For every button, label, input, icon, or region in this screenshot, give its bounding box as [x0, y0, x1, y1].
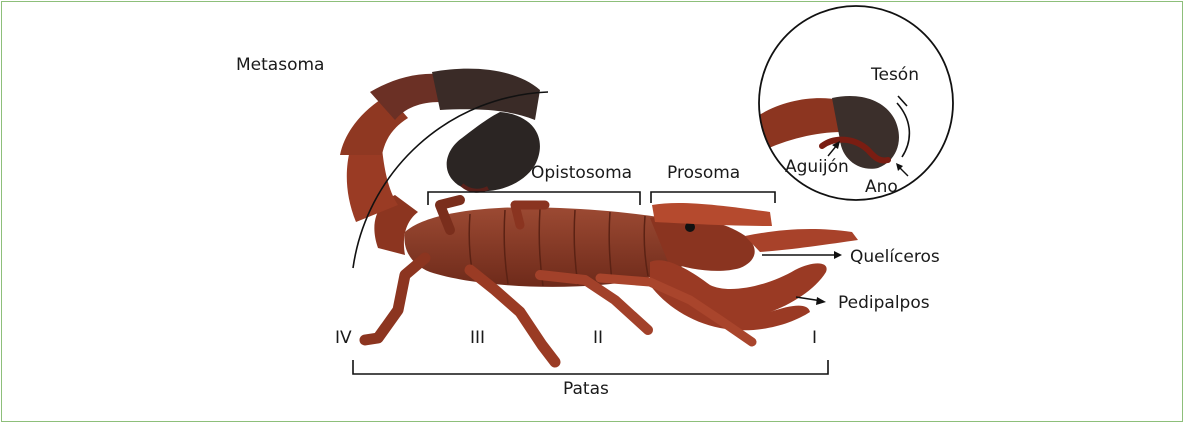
chelicerae — [745, 229, 858, 252]
leg-iii-label: III — [470, 328, 485, 348]
prosoma-bracket — [651, 192, 775, 203]
pedipalpos-label: Pedipalpos — [838, 293, 930, 313]
teson-label: Tesón — [870, 65, 919, 85]
ano-label: Ano — [865, 177, 898, 197]
telson — [447, 112, 540, 191]
metasoma-label: Metasoma — [236, 55, 324, 75]
aguijon-label: Aguijón — [785, 157, 849, 177]
opistosoma-label: Opistosoma — [531, 163, 632, 183]
leg-ii-label: II — [593, 328, 603, 348]
patas-bracket — [353, 360, 828, 374]
leg-i-label: I — [812, 328, 817, 348]
leg-iv-label: IV — [335, 328, 352, 348]
pedipalp-upper — [652, 203, 772, 226]
queliceros-label: Quelíceros — [850, 247, 940, 267]
prosoma-label: Prosoma — [667, 163, 740, 183]
leg-iv — [365, 258, 425, 340]
telson-inset: Tesón Aguijón Ano — [755, 6, 953, 200]
patas-label: Patas — [563, 379, 609, 399]
